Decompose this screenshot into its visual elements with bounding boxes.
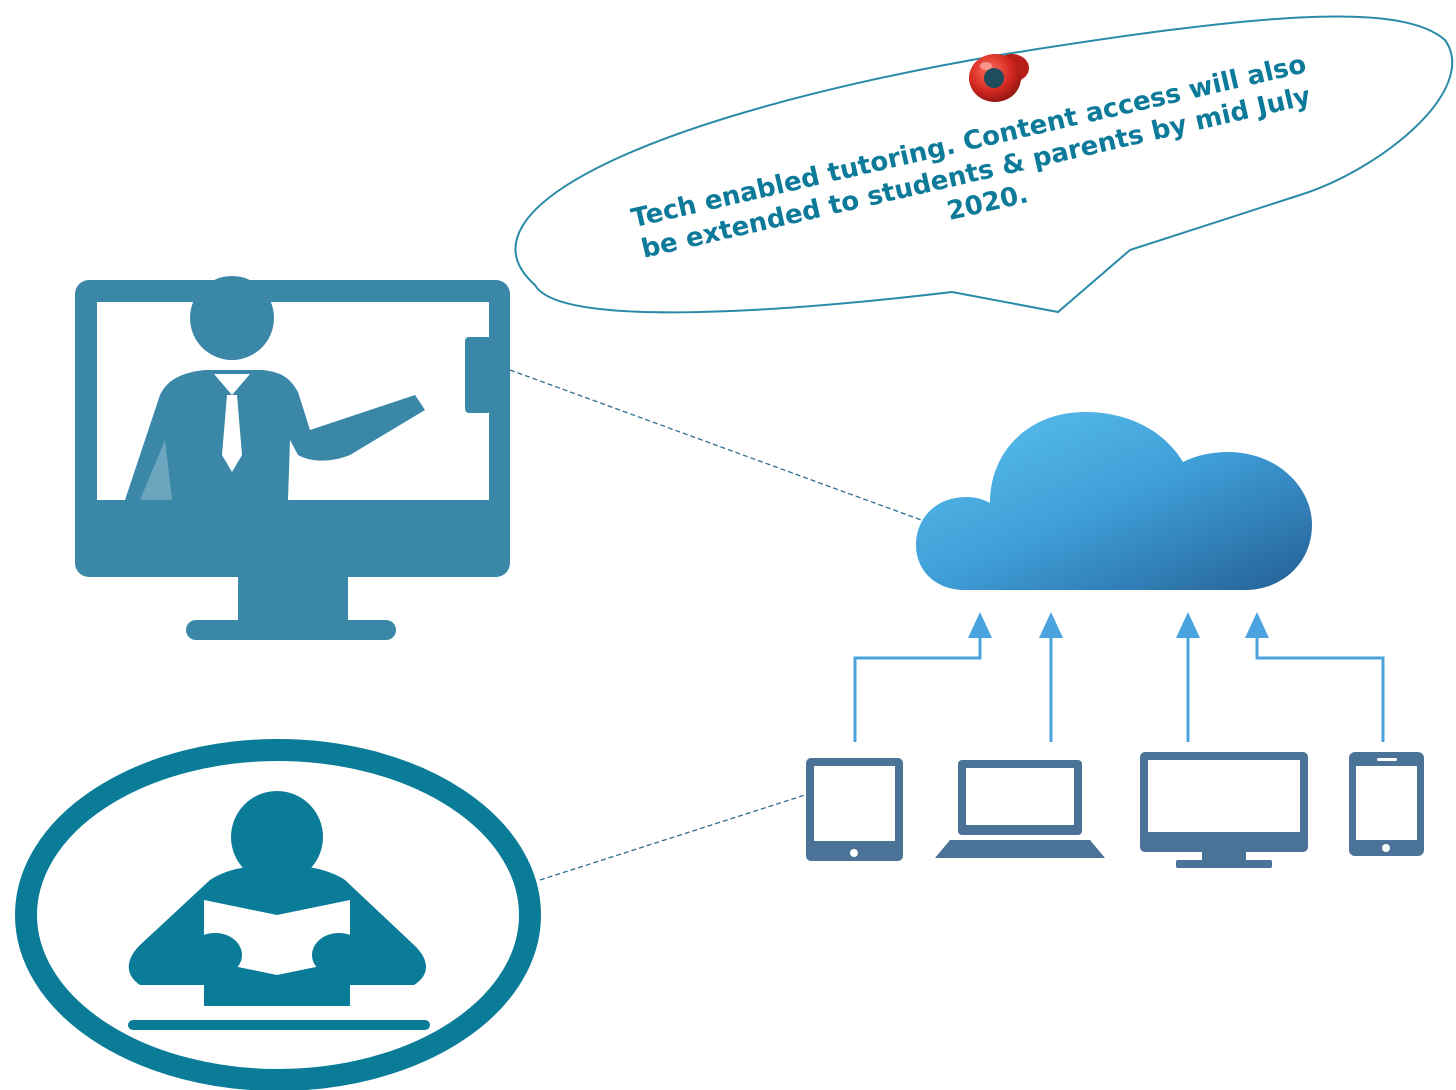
teacher-on-monitor-icon (75, 276, 510, 640)
laptop-icon (935, 760, 1105, 858)
arrow-heads (968, 612, 1269, 638)
desktop-monitor-icon (1140, 752, 1308, 868)
arrow-head-2 (1039, 612, 1063, 638)
pushpin-icon (969, 54, 1029, 102)
student-reading-icon (15, 739, 541, 1090)
upload-arrows (853, 635, 1385, 742)
arrow-head-1 (968, 612, 992, 638)
arrow-head-3 (1176, 612, 1200, 638)
phone-arrow (1255, 635, 1385, 742)
smartphone-icon (1349, 752, 1424, 856)
tablet-arrow (853, 635, 982, 742)
student-connector-line (539, 794, 806, 881)
arrow-head-4 (1245, 612, 1269, 638)
teacher-connector-line (509, 369, 936, 526)
tablet-icon (806, 758, 903, 861)
cloud-icon (916, 412, 1312, 590)
